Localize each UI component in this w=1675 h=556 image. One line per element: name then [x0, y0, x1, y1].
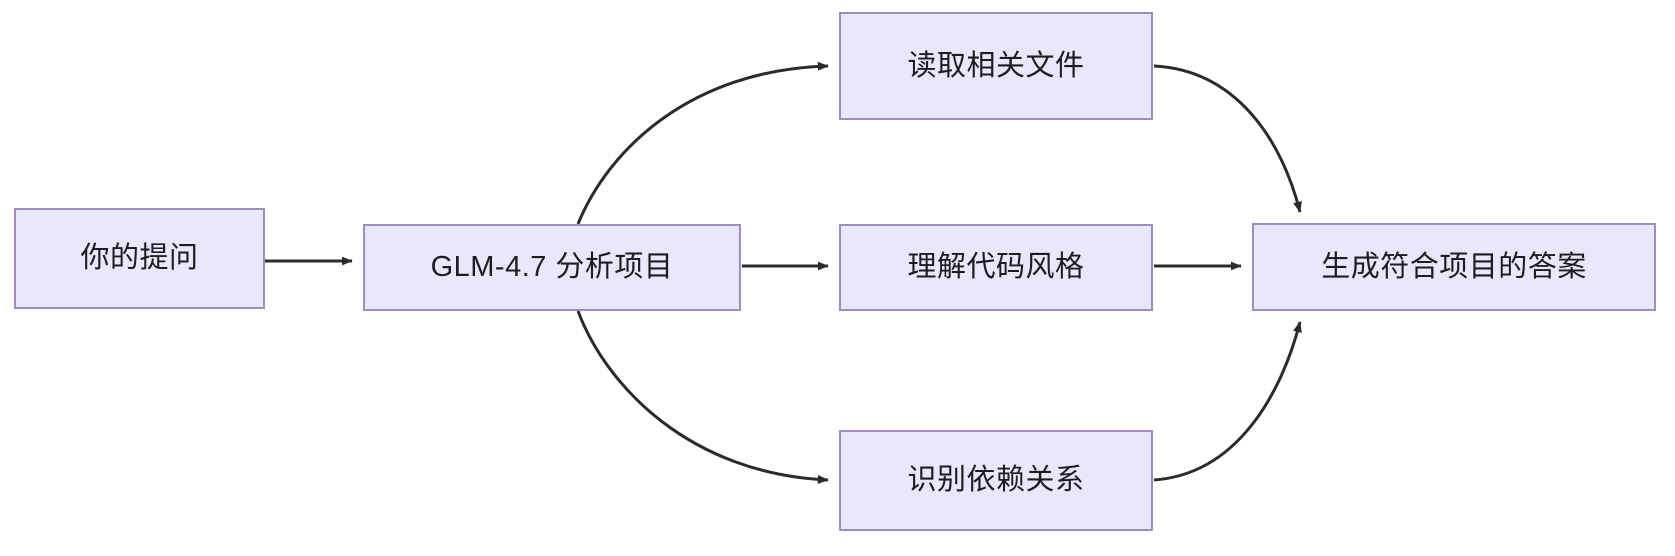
edge-dependencies-to-answer: [1153, 321, 1302, 482]
node-analyze-label: GLM-4.7 分析项目: [430, 251, 674, 284]
edge-analyze-to-dependencies: [576, 310, 829, 485]
node-answer[interactable]: 生成符合项目的答案: [1252, 223, 1656, 311]
node-answer-label: 生成符合项目的答案: [1321, 250, 1587, 283]
node-code-style-label: 理解代码风格: [907, 251, 1085, 284]
node-read-files[interactable]: 读取相关文件: [839, 12, 1153, 120]
node-read-files-label: 读取相关文件: [907, 49, 1085, 82]
node-question-label: 你的提问: [80, 242, 199, 275]
node-analyze[interactable]: GLM-4.7 分析项目: [363, 224, 741, 311]
edge-analyze-to-read-files: [576, 61, 829, 225]
node-dependencies-label: 识别依赖关系: [907, 464, 1085, 497]
node-dependencies[interactable]: 识别依赖关系: [839, 430, 1153, 531]
node-code-style[interactable]: 理解代码风格: [839, 224, 1153, 311]
edge-read-files-to-answer: [1153, 64, 1302, 213]
node-question[interactable]: 你的提问: [14, 208, 265, 309]
